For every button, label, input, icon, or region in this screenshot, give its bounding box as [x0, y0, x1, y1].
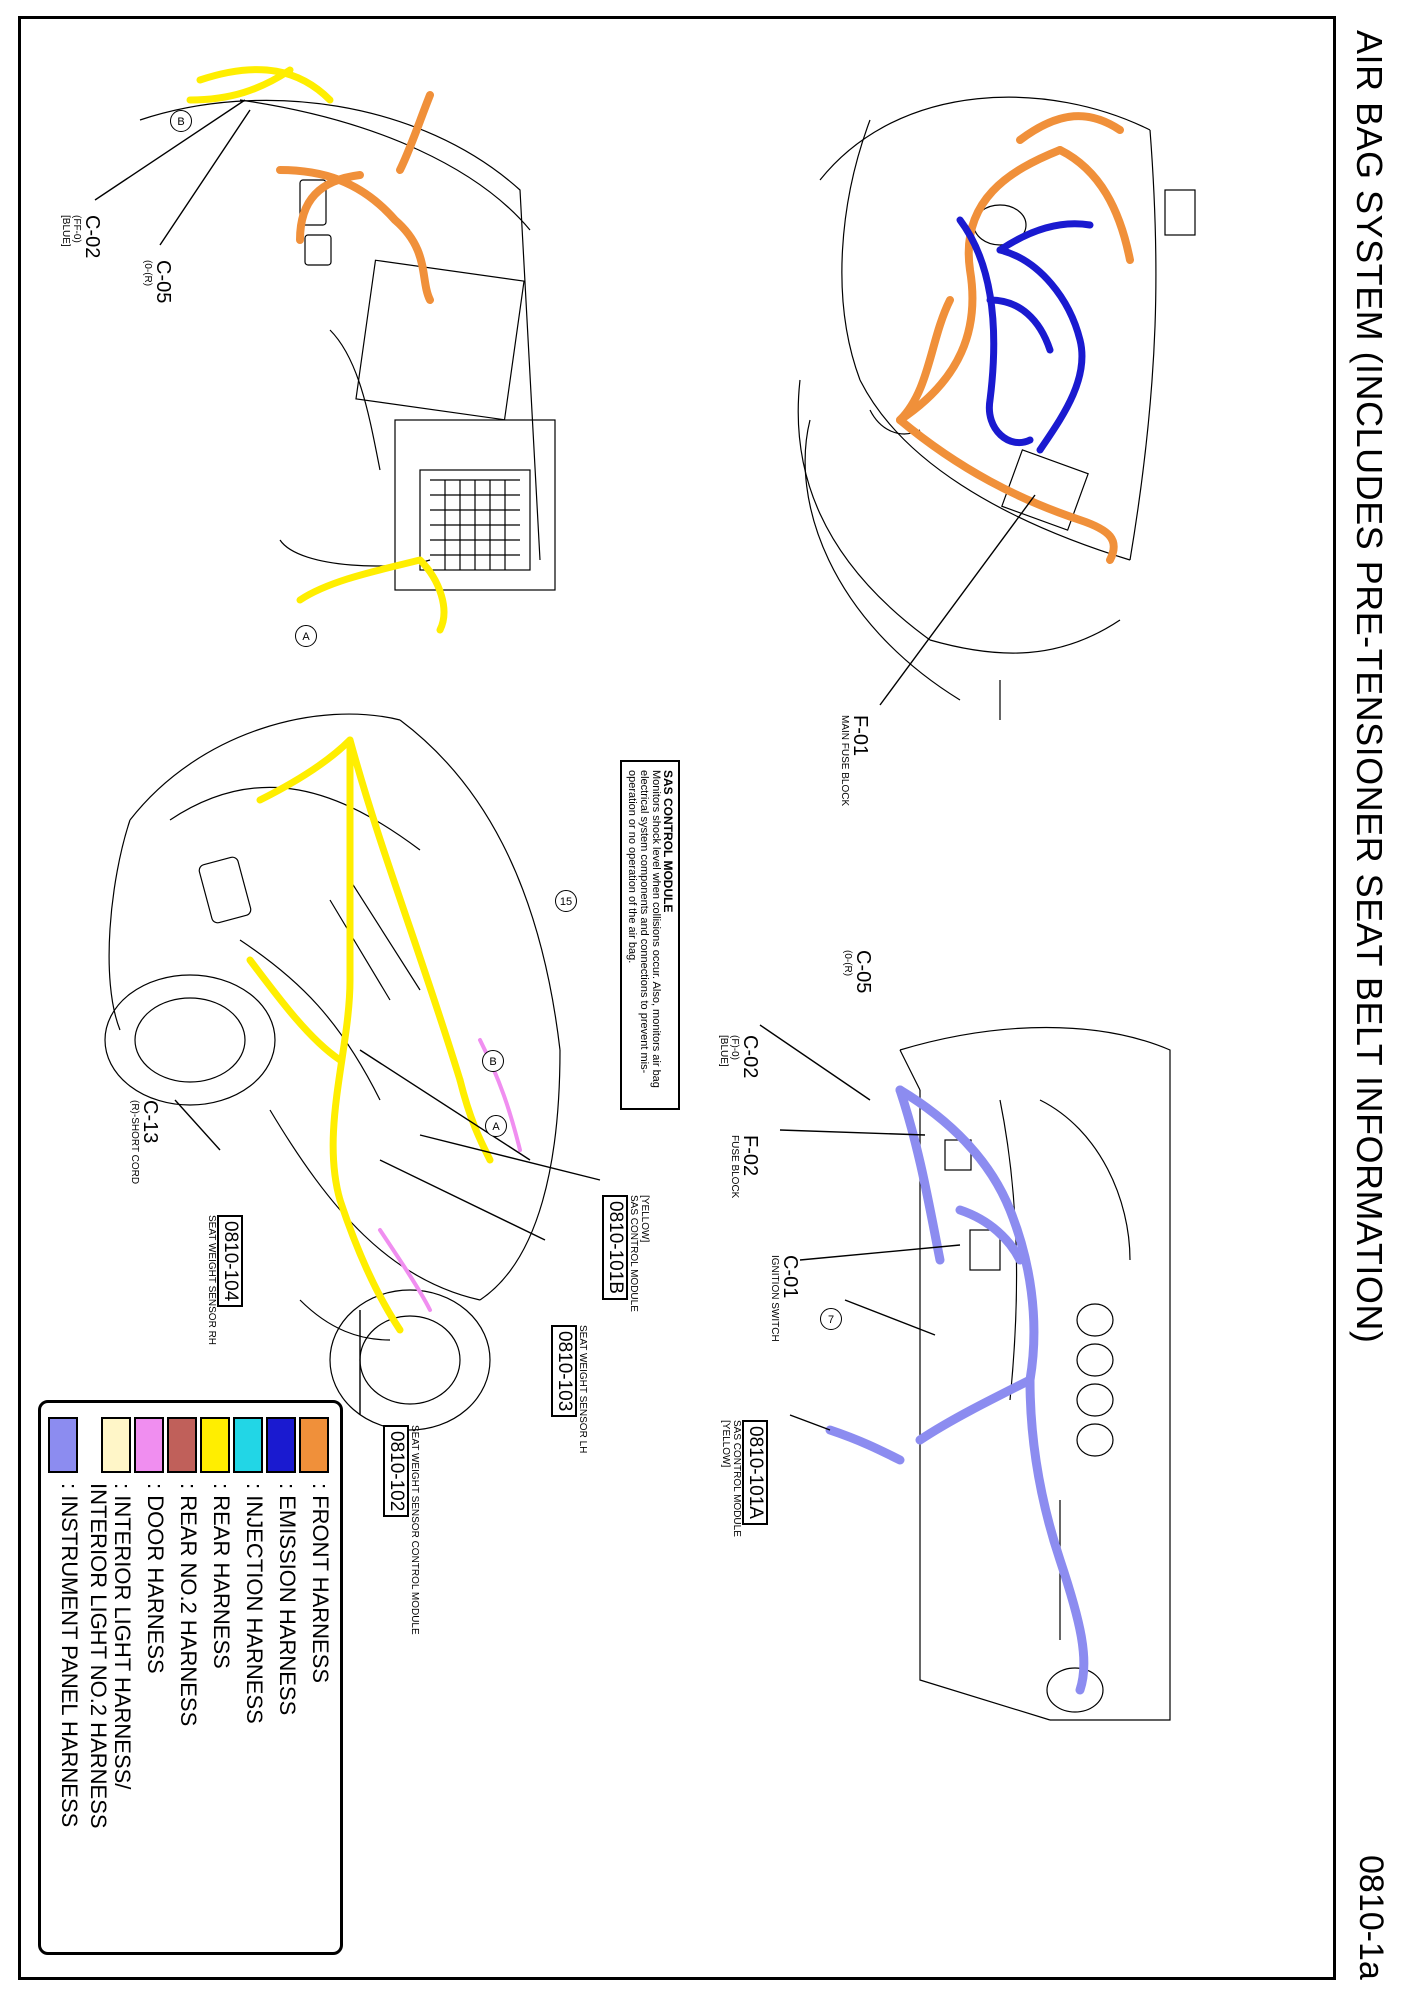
- legend-swatch: [48, 1417, 78, 1473]
- legend-label: : REAR HARNESS: [209, 1483, 234, 1669]
- callout-b: B: [170, 110, 192, 132]
- legend-label-line: : INSTRUMENT PANEL HARNESS: [57, 1483, 82, 1828]
- drawing-pedal-area: [139, 99, 556, 591]
- callout-a: A: [295, 625, 317, 647]
- legend-label-line: : INJECTION HARNESS: [242, 1483, 267, 1724]
- legend-item: : INTERIOR LIGHT HARNESS/ INTERIOR LIGHT…: [86, 1417, 135, 1829]
- connector-c05-top: C-05 (0-(R): [142, 260, 174, 304]
- connector-c13: C-13 (R)-SHORT CORD: [129, 1100, 161, 1185]
- legend-label-line: INTERIOR LIGHT NO.2 HARNESS: [86, 1483, 111, 1829]
- legend-label: : DOOR HARNESS: [143, 1483, 168, 1674]
- legend-item: : REAR HARNESS: [200, 1417, 234, 1669]
- component-0810-104: 0810-104 SEAT WEIGHT SENSOR RH: [206, 1215, 243, 1346]
- legend-item: : INJECTION HARNESS: [233, 1417, 267, 1724]
- component-0810-102: SEAT WEIGHT SENSOR CONTROL MODULE 0810-1…: [383, 1425, 420, 1635]
- drawing-engine-bay: [797, 96, 1196, 720]
- legend-label-line: : EMISSION HARNESS: [275, 1483, 300, 1716]
- connector-c01: C-01 IGNITION SWITCH: [769, 1255, 801, 1342]
- legend-item: : EMISSION HARNESS: [266, 1417, 300, 1715]
- harness-legend: : FRONT HARNESS : EMISSION HARNESS : INJEC…: [38, 1400, 343, 1955]
- legend-item: : FRONT HARNESS: [299, 1417, 333, 1683]
- legend-label-line: : REAR HARNESS: [209, 1483, 234, 1669]
- callout-a2: A: [485, 1115, 507, 1137]
- legend-item: : REAR NO.2 HARNESS: [167, 1417, 201, 1726]
- legend-label: : INJECTION HARNESS: [242, 1483, 267, 1724]
- connector-c05-mid: C-05 (0-(R): [842, 950, 874, 994]
- sas-note-box: SAS CONTROL MODULE Monitors shock level …: [620, 760, 680, 1110]
- legend-label-line: : FRONT HARNESS: [308, 1483, 333, 1684]
- callout-7: 7: [820, 1308, 842, 1330]
- sas-note-heading: SAS CONTROL MODULE: [661, 770, 675, 913]
- legend-label-line: : REAR NO.2 HARNESS: [176, 1483, 201, 1727]
- legend-swatch: [167, 1417, 197, 1473]
- page-frame: [18, 16, 1336, 1980]
- harness-rear: [186, 66, 494, 1334]
- harness-front: [276, 91, 1134, 564]
- legend-swatch: [233, 1417, 263, 1473]
- legend-swatch: [134, 1417, 164, 1473]
- component-0810-103: SEAT WEIGHT SENSOR LH 0810-103: [551, 1325, 588, 1453]
- legend-item: : INSTRUMENT PANEL HARNESS: [48, 1417, 82, 1827]
- legend-swatch: [299, 1417, 329, 1473]
- component-0810-101b: [YELLOW] SAS CONTROL MODULE 0810-101B: [602, 1195, 650, 1312]
- leader-lines: [94, 99, 1036, 1431]
- legend-label-line: : DOOR HARNESS: [143, 1483, 168, 1674]
- harness-instrument-panel: [825, 1085, 1089, 1695]
- sas-note-body: Monitors shock level when collisions occ…: [626, 770, 662, 1088]
- connector-f02: F-02 FUSE BLOCK: [729, 1135, 761, 1199]
- harness-emission: [956, 216, 1094, 454]
- legend-label: : INTERIOR LIGHT HARNESS/ INTERIOR LIGHT…: [86, 1483, 135, 1829]
- drawing-car-body: [104, 713, 561, 1431]
- connector-c02-top: C-02 (FF-0) [BLUE]: [60, 215, 103, 259]
- callout-b2: B: [482, 1050, 504, 1072]
- legend-swatch: [200, 1417, 230, 1473]
- legend-label: : REAR NO.2 HARNESS: [176, 1483, 201, 1727]
- legend-label: : FRONT HARNESS: [308, 1483, 333, 1684]
- legend-label: : EMISSION HARNESS: [275, 1483, 300, 1716]
- legend-swatch: [101, 1417, 131, 1473]
- connector-c02-mid: C-02 (F)-0) [BLUE]: [718, 1035, 761, 1079]
- legend-label: : INSTRUMENT PANEL HARNESS: [57, 1483, 82, 1828]
- legend-swatch: [266, 1417, 296, 1473]
- component-0810-101a: 0810-101A SAS CONTROL MODULE [YELLOW]: [720, 1420, 768, 1537]
- legend-item: : DOOR HARNESS: [134, 1417, 168, 1674]
- legend-label-line: : INTERIOR LIGHT HARNESS/: [110, 1483, 135, 1790]
- callout-15: 15: [555, 890, 577, 912]
- harness-door: [378, 1038, 522, 1312]
- connector-f01: F-01 MAIN FUSE BLOCK: [839, 715, 871, 807]
